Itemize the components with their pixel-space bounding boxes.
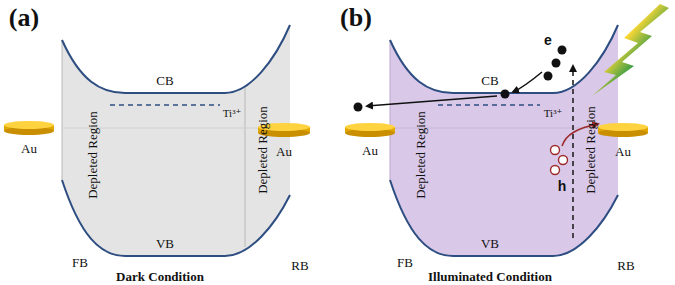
surface-label: FB (72, 256, 88, 269)
carrier-label: e (544, 33, 552, 47)
band-label: VB (481, 237, 499, 250)
condition-caption: Dark Condition (116, 270, 204, 283)
condition-caption: Illuminated Condition (428, 270, 552, 283)
electrode-label: Au (615, 145, 631, 158)
region-label: Depleted Region (584, 106, 597, 194)
band-label: VB (156, 237, 174, 250)
panel-letter: (b) (340, 5, 372, 31)
surface-label: RB (291, 259, 308, 272)
electrode-label: Au (21, 142, 37, 155)
electrode-label: Au (362, 144, 378, 157)
region-label: Depleted Region (256, 106, 269, 194)
region-label: Depleted Region (86, 111, 99, 199)
panel-a-art (4, 25, 310, 256)
band-label: CB (481, 74, 498, 87)
surface-label: RB (617, 259, 634, 272)
region-label: Depleted Region (414, 111, 427, 199)
level-label: Ti³⁺ (544, 108, 563, 119)
panel-letter: (a) (9, 5, 39, 31)
band-label: CB (156, 74, 173, 87)
electrode-label: Au (276, 145, 292, 158)
carrier-label: h (558, 179, 567, 193)
surface-label: FB (397, 256, 413, 269)
panel-b-art (345, 4, 669, 256)
level-label: Ti³⁺ (223, 108, 242, 119)
